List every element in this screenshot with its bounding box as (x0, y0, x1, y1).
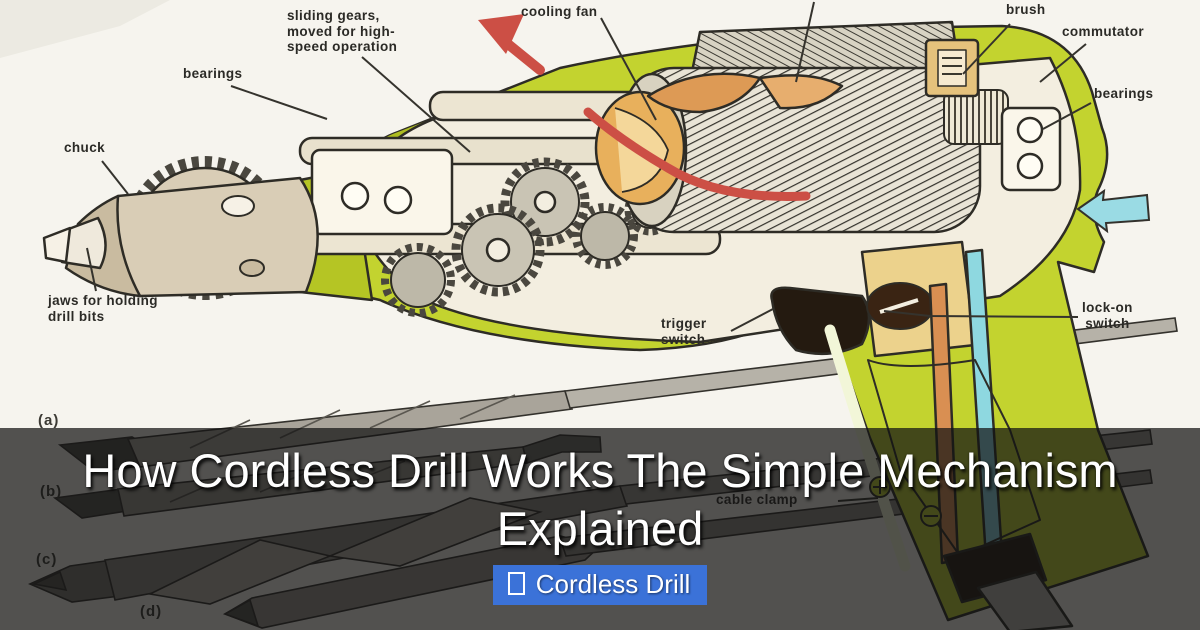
leader-line-top-cropped (795, 1, 815, 83)
page-title: How Cordless Drill Works The Simple Mech… (20, 442, 1180, 558)
bit-marker: (a) (38, 412, 60, 429)
caption-block: How Cordless Drill Works The Simple Mech… (0, 428, 1200, 630)
category-badge[interactable]: Cordless Drill (492, 565, 708, 605)
missing-glyph-box-icon (507, 572, 525, 595)
label-leader-lines (86, 1, 1092, 502)
diagram-label-jaws: jaws for holding drill bits (48, 293, 158, 324)
leader-line-bearings-right (1042, 102, 1092, 130)
leader-line-bearings-left (230, 85, 328, 120)
leader-line-trigger-switch (730, 308, 774, 332)
diagram-label-sliding-gears: sliding gears, moved for high- speed ope… (287, 8, 398, 54)
diagram-label-bearings-left: bearings (183, 66, 243, 81)
leader-line-sliding-gears (361, 56, 471, 153)
category-badge-label: Cordless Drill (535, 569, 691, 599)
leader-line-cooling-fan (600, 17, 657, 121)
diagram-label-cooling-fan: cooling fan (521, 4, 598, 19)
airflow-in-arrow (1076, 188, 1151, 234)
diagram-label-commutator: commutator (1062, 24, 1145, 39)
title-line-1: How Cordless Drill Works The Simple Mech… (82, 444, 1118, 497)
chuck-illustration (42, 156, 319, 300)
diagram-label-trigger-switch: trigger switch (661, 316, 707, 347)
leader-line-commutator (1039, 43, 1087, 83)
diagram-label-lock-on-switch: lock-on switch (1082, 300, 1133, 331)
diagram-label-chuck: chuck (64, 140, 106, 155)
leader-line-brush (962, 23, 1011, 75)
title-line-2: Explained (496, 502, 704, 555)
background-shade (0, 0, 170, 58)
diagram-label-brush: brush (1006, 2, 1046, 17)
leader-line-lock-on-switch (883, 310, 1079, 318)
drill-body-illustration (248, 20, 1150, 630)
airflow-out-arrow (478, 14, 545, 75)
leader-line-chuck (101, 160, 129, 195)
leader-line-jaws (86, 247, 97, 292)
diagram-label-bearings-right: bearings (1094, 86, 1154, 101)
